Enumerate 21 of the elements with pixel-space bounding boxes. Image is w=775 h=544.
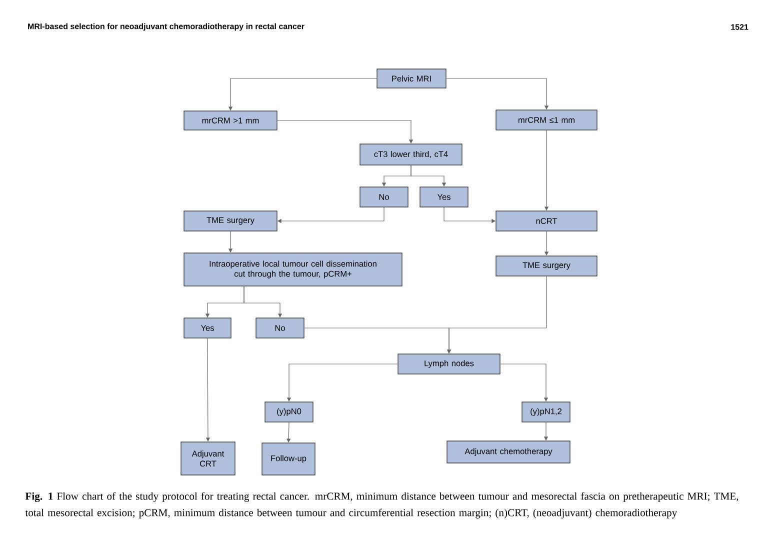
flow-box: (y)pN0	[264, 402, 314, 422]
flow-box: No	[256, 318, 304, 338]
running-head: MRI-based selection for neoadjuvant chemoradiotherapy in rectal cancer	[28, 23, 304, 31]
flow-box: Adjuvant chemotherapy	[446, 440, 570, 464]
flow-box: Yes	[420, 186, 468, 208]
flow-box: nCRT	[496, 210, 598, 232]
flow-box: Intraoperative local tumour cell dissemination cut through the tumour, pCRM+	[184, 252, 402, 286]
flow-box: mrCRM >1 mm	[184, 110, 278, 130]
flow-box: (y)pN1,2	[522, 402, 570, 422]
flow-box: No	[360, 186, 408, 208]
page-number: 1521	[731, 24, 748, 30]
flow-box: Adjuvant CRT	[180, 442, 236, 476]
flow-box: Yes	[184, 318, 232, 338]
flow-box: Follow-up	[262, 442, 316, 476]
flow-box: cT3 lower third, cT4	[360, 144, 462, 166]
flow-box: mrCRM ≤1 mm	[496, 110, 598, 130]
flow-box: Pelvic MRI	[376, 68, 446, 88]
flow-box: TME surgery	[496, 256, 598, 276]
caption: Fig. 1 Flow chart of the study protocol for treating rectal cancer. mrCRM, minimum distance between tumour and mesorectal fascia on pretherapeutic MRI; TME, total mesorectal excision; pCRM, minimum distance between tumour and circumferential resection margin; (n)CRT, (neoadjuvant) chemoradiotherapy	[25, 492, 738, 518]
flow-box: Lymph nodes	[398, 354, 500, 374]
flow-box: TME surgery	[184, 210, 278, 232]
